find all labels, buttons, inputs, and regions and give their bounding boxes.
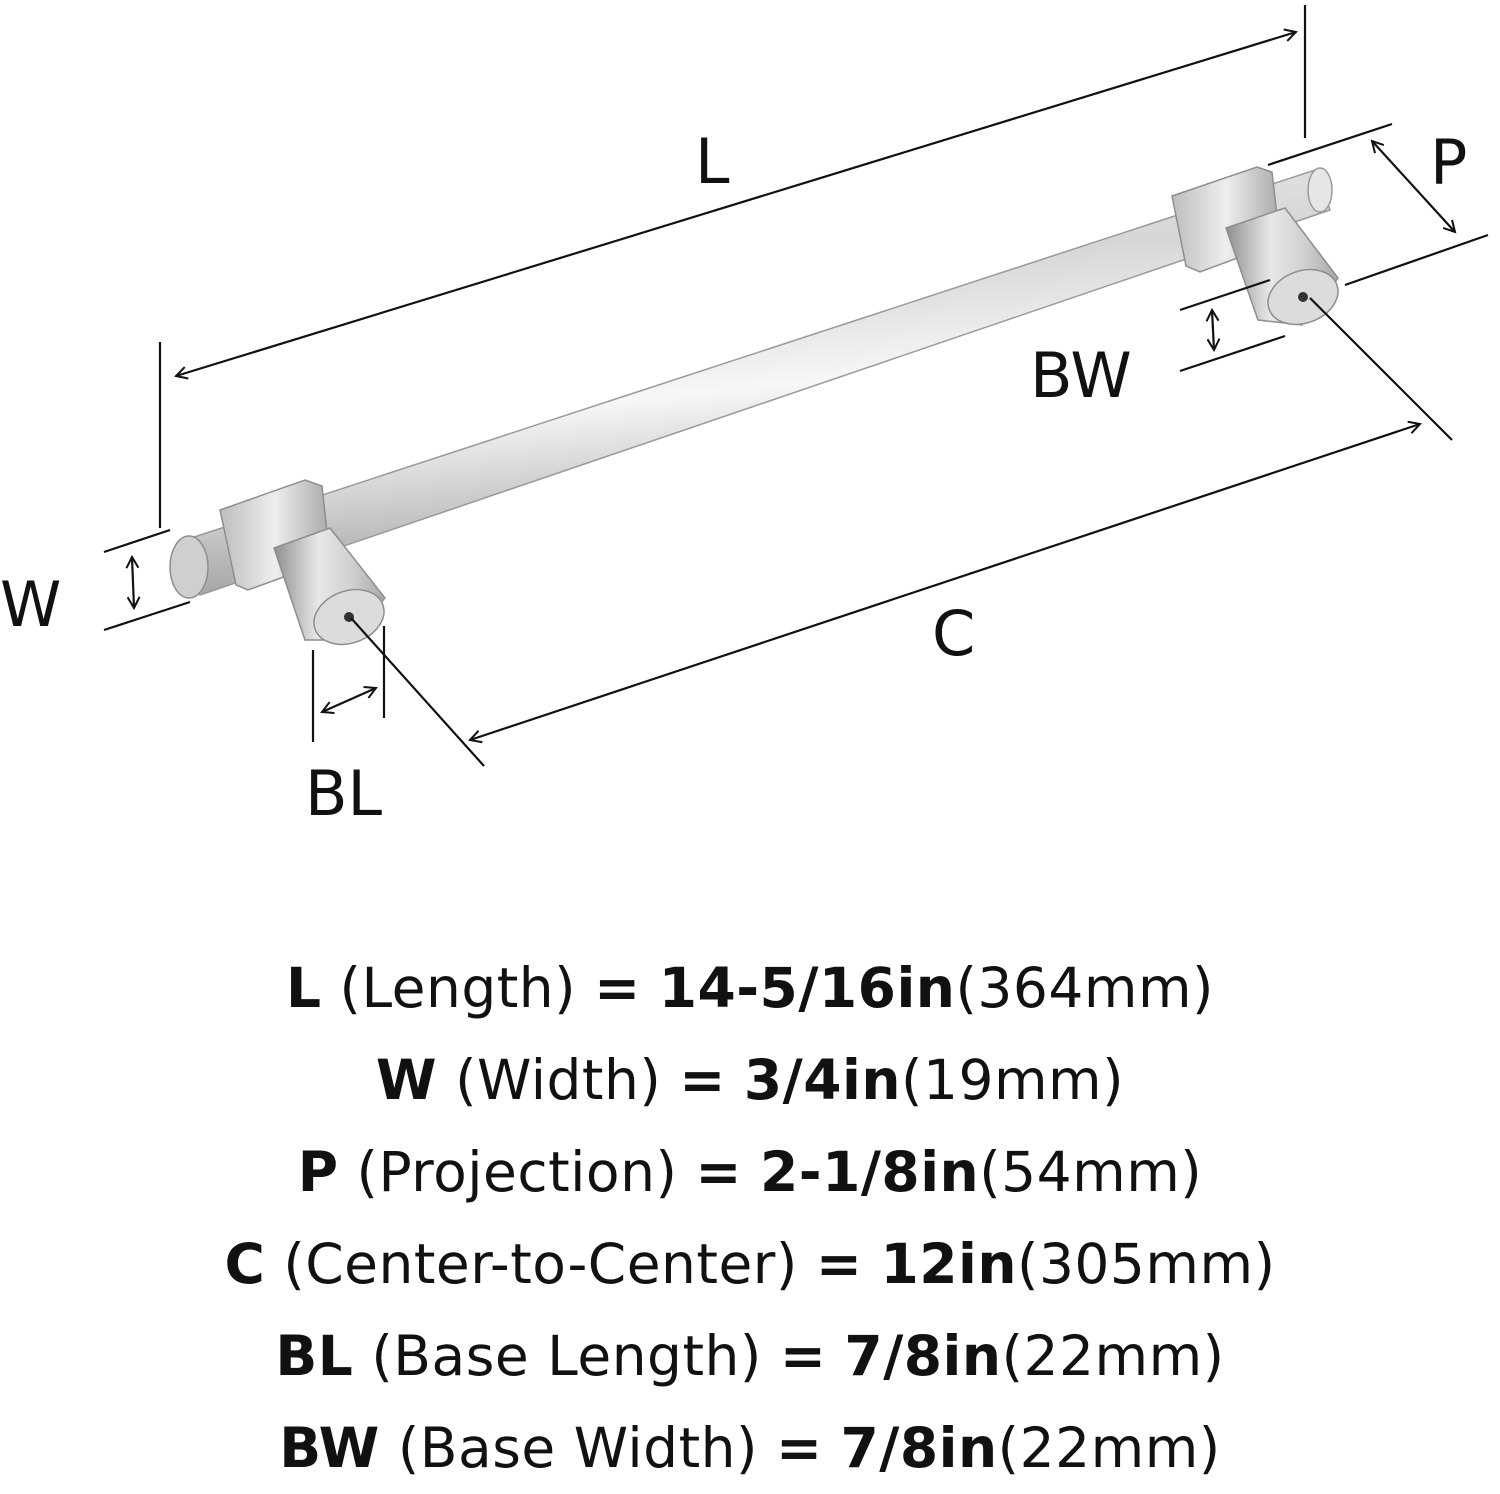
spec-line-projection: P (Projection) = 2-1/8in(54mm) <box>0 1126 1500 1218</box>
p-extension-bottom <box>1344 233 1489 287</box>
handle-bar <box>184 169 1331 596</box>
spec-imperial: 3/4in <box>743 1048 901 1112</box>
spec-description: (Width) <box>455 1048 662 1112</box>
spec-equals: = <box>695 1140 742 1204</box>
w-dimension-arrow <box>132 557 134 608</box>
right-bar-end <box>1307 167 1333 213</box>
spec-imperial: 14-5/16in <box>658 956 956 1020</box>
c-center-line-left <box>350 617 485 767</box>
right-screw-hole <box>1298 292 1308 302</box>
spec-key: BL <box>275 1324 354 1388</box>
pull-handle <box>169 166 1339 646</box>
spec-equals: = <box>815 1232 863 1296</box>
w-extension-bottom <box>103 600 191 632</box>
dimension-labels: L P BW W C BL <box>0 125 1467 830</box>
spec-line-length: L (Length) = 14-5/16in(364mm) <box>0 942 1500 1034</box>
spec-description: (Length) <box>339 956 577 1020</box>
bw-extension-bottom <box>1179 334 1286 373</box>
spec-imperial: 12in <box>880 1232 1017 1296</box>
spec-key: L <box>285 956 322 1020</box>
dimension-label-c: C <box>932 597 975 670</box>
spec-line-center-to-center: C (Center-to-Center) = 12in(305mm) <box>0 1218 1500 1310</box>
bl-dimension-arrow <box>322 688 376 712</box>
spec-imperial: 7/8in <box>840 1416 998 1480</box>
w-extension-top <box>103 528 171 554</box>
p-extension-top <box>1267 122 1393 167</box>
spec-line-width: W (Width) = 3/4in(19mm) <box>0 1034 1500 1126</box>
l-dimension-arrow <box>176 32 1296 376</box>
pull-handle-diagram: L P BW W C BL <box>0 5 1489 830</box>
p-dimension-arrow <box>1372 141 1455 232</box>
spec-key: P <box>297 1140 339 1204</box>
c-center-line-right <box>1309 297 1453 441</box>
spec-equals: = <box>594 956 641 1020</box>
spec-metric: (364mm) <box>955 956 1215 1020</box>
spec-equals: = <box>779 1324 827 1388</box>
spec-metric: (305mm) <box>1016 1232 1276 1296</box>
spec-key: W <box>375 1048 438 1112</box>
spec-imperial: 7/8in <box>844 1324 1002 1388</box>
spec-imperial: 2-1/8in <box>759 1140 980 1204</box>
dimension-label-bw: BW <box>1030 339 1132 412</box>
spec-description: (Base Width) <box>397 1416 758 1480</box>
spec-equals: = <box>679 1048 726 1112</box>
spec-description: (Projection) <box>356 1140 678 1204</box>
dimension-spec-list: L (Length) = 14-5/16in(364mm) W (Width) … <box>0 942 1500 1494</box>
spec-description: (Base Length) <box>371 1324 762 1388</box>
spec-metric: (22mm) <box>1001 1324 1225 1388</box>
dimension-label-bl: BL <box>305 757 383 830</box>
spec-key: BW <box>279 1416 380 1480</box>
spec-description: (Center-to-Center) <box>283 1232 798 1296</box>
spec-metric: (22mm) <box>997 1416 1221 1480</box>
bw-dimension-arrow <box>1212 310 1214 350</box>
c-dimension-arrow <box>470 424 1420 740</box>
spec-equals: = <box>775 1416 823 1480</box>
spec-line-base-width: BW (Base Width) = 7/8in(22mm) <box>0 1402 1500 1494</box>
dimension-label-l: L <box>695 125 730 198</box>
dimension-label-w: W <box>0 568 61 641</box>
spec-metric: (19mm) <box>901 1048 1125 1112</box>
spec-line-base-length: BL (Base Length) = 7/8in(22mm) <box>0 1310 1500 1402</box>
spec-key: C <box>224 1232 266 1296</box>
bw-extension-top <box>1179 278 1271 312</box>
dimension-label-p: P <box>1430 126 1467 199</box>
left-bar-end <box>169 535 209 599</box>
spec-metric: (54mm) <box>979 1140 1203 1204</box>
dimension-lines <box>103 5 1489 767</box>
